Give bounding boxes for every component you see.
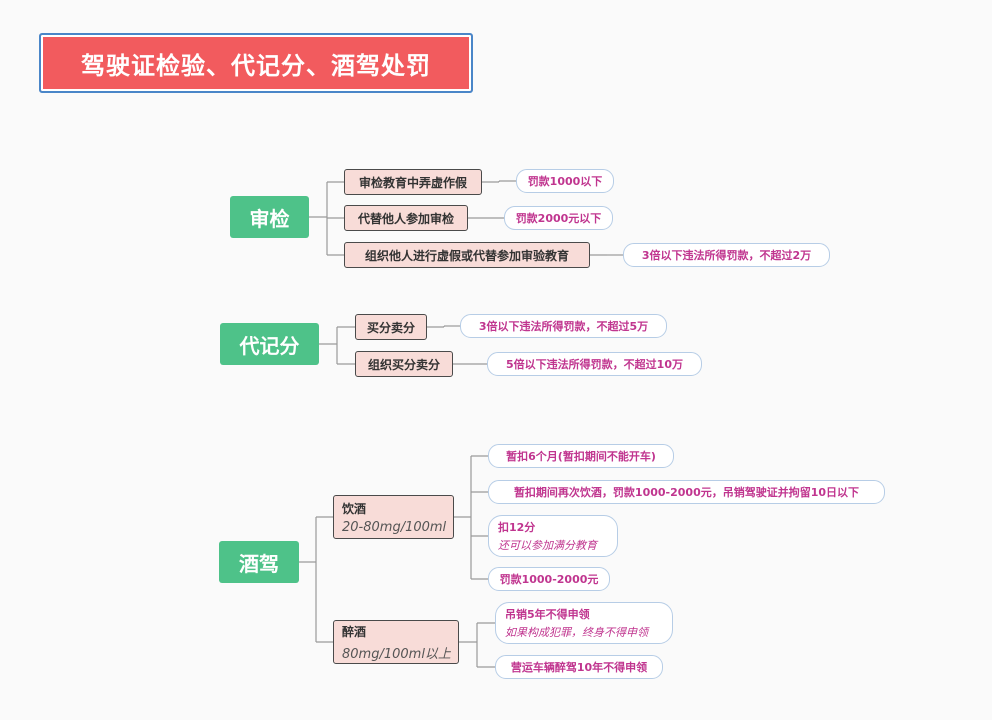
penalty-deduct-12-points-note: 还可以参加满分教育 [498, 539, 597, 552]
subtopic-review-fraud[interactable]: 审检教育中弄虚作假 [344, 169, 482, 195]
penalty-revoke-5-years-note: 如果构成犯罪，终身不得申领 [505, 626, 648, 639]
penalty-5x-100k[interactable]: 5倍以下违法所得罚款，不超过10万 [487, 352, 702, 376]
penalty-fine-1000[interactable]: 罚款1000以下 [516, 169, 614, 193]
subtopic-drunk-range: 80mg/100ml以上 [342, 646, 451, 662]
topic-review[interactable]: 审检 [230, 196, 309, 238]
penalty-3x-50k[interactable]: 3倍以下违法所得罚款，不超过5万 [460, 314, 667, 338]
page-title: 驾驶证检验、代记分、酒驾处罚 [39, 33, 473, 93]
subtopic-review-substitute[interactable]: 代替他人参加审检 [344, 205, 468, 231]
subtopic-drunk[interactable]: 醉酒 80mg/100ml以上 [333, 620, 459, 664]
subtopic-drunk-label: 醉酒 [342, 624, 367, 639]
penalty-fine-2000[interactable]: 罚款2000元以下 [504, 206, 613, 230]
penalty-deduct-12-points-label: 扣12分 [498, 521, 536, 534]
penalty-commercial-10-years[interactable]: 营运车辆醉驾10年不得申领 [495, 655, 663, 679]
penalty-deduct-12-points[interactable]: 扣12分 还可以参加满分教育 [488, 515, 618, 557]
penalty-repeat-drinking[interactable]: 暂扣期间再次饮酒，罚款1000-2000元，吊销驾驶证并拘留10日以下 [488, 480, 885, 504]
subtopic-drinking-label: 饮酒 [342, 501, 367, 516]
penalty-fine-1000-2000[interactable]: 罚款1000-2000元 [488, 567, 610, 591]
subtopic-organize-trade[interactable]: 组织买分卖分 [355, 351, 453, 377]
topic-proxy-points[interactable]: 代记分 [220, 323, 319, 365]
penalty-revoke-5-years-label: 吊销5年不得申领 [505, 608, 590, 621]
penalty-revoke-5-years[interactable]: 吊销5年不得申领 如果构成犯罪，终身不得申领 [495, 602, 673, 644]
subtopic-review-organize[interactable]: 组织他人进行虚假或代替参加审验教育 [344, 242, 590, 268]
penalty-suspend-6-months[interactable]: 暂扣6个月(暂扣期间不能开车) [488, 444, 674, 468]
subtopic-trade-points[interactable]: 买分卖分 [355, 314, 427, 340]
subtopic-drinking[interactable]: 饮酒 20-80mg/100ml [333, 495, 454, 539]
penalty-3x-20k[interactable]: 3倍以下违法所得罚款，不超过2万 [623, 243, 830, 267]
subtopic-drinking-range: 20-80mg/100ml [342, 519, 447, 535]
topic-drunk-driving[interactable]: 酒驾 [219, 541, 299, 583]
